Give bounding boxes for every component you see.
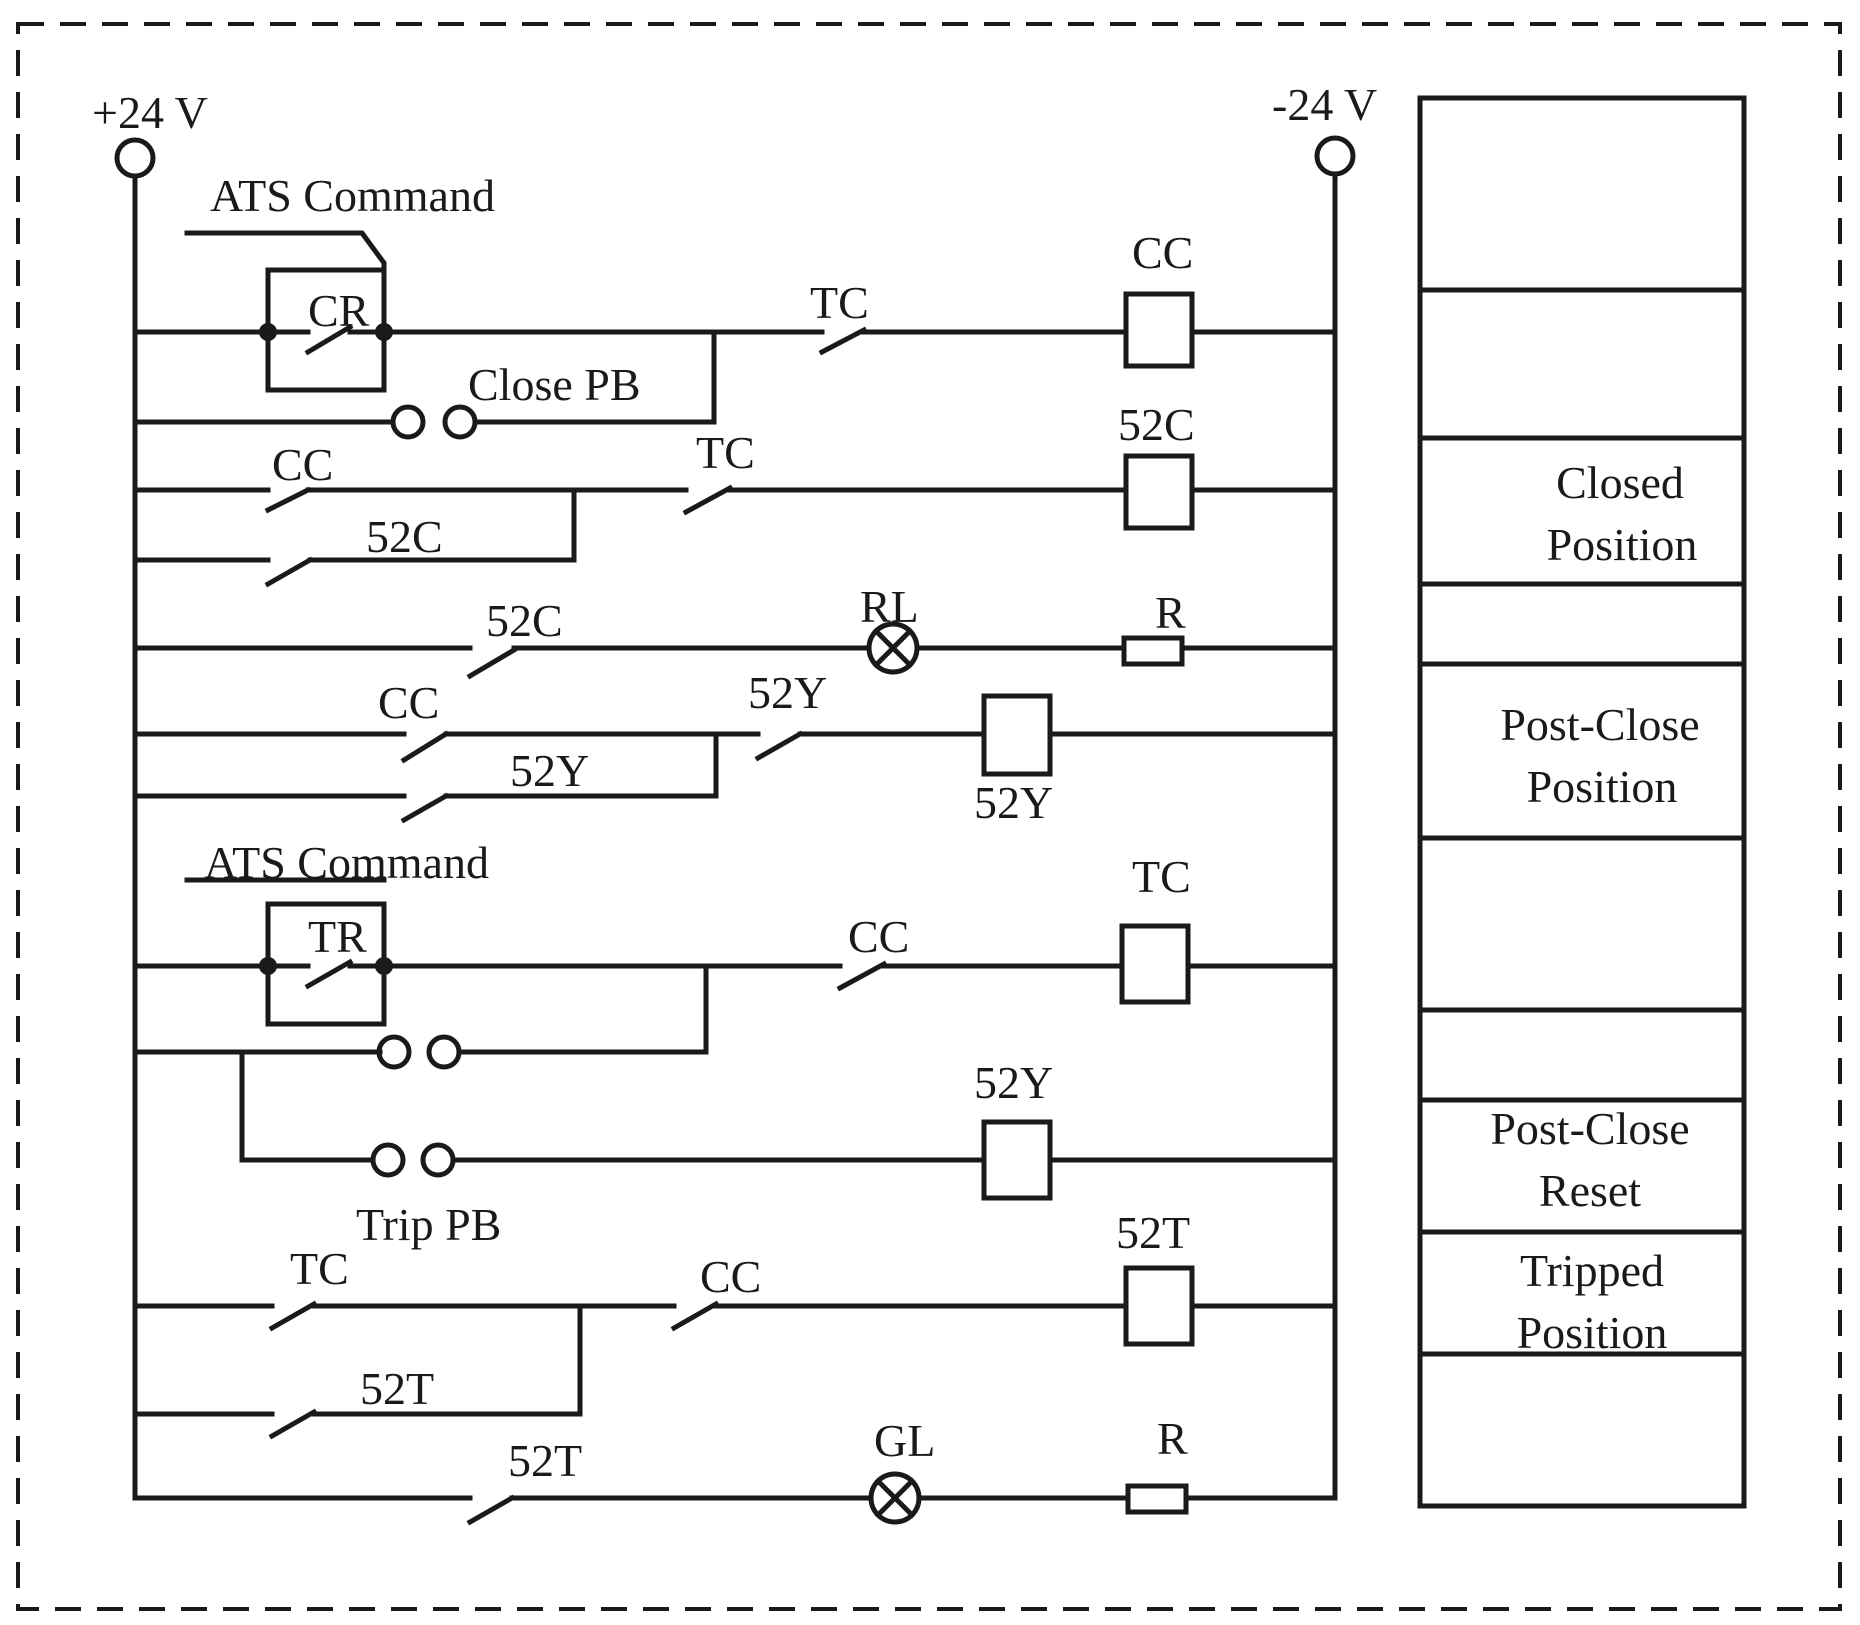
ats-command-close-bar (184, 230, 387, 335)
cr-contact-blade (304, 323, 354, 356)
positive-terminal (114, 137, 156, 179)
rung-close-command: ATS Command CR TC CC Close PB (132, 170, 1338, 440)
power-rails: +24 V -24 V (92, 79, 1377, 1501)
cc-label-r5: CC (378, 677, 439, 728)
52t-contact-blade-r10 (466, 1494, 516, 1526)
rung-red-lamp: 52C RL R (132, 581, 1338, 680)
tc-label-r1: TC (810, 277, 869, 328)
position-table: Closed Position Post-Close Position Post… (1417, 95, 1747, 1509)
rung-green-lamp: 52T GL R (132, 1413, 1338, 1526)
tc-label-r9: TC (290, 1243, 349, 1294)
52t-coil-label: 52T (1116, 1207, 1190, 1258)
green-lamp (868, 1471, 922, 1525)
cc-label-r3: CC (272, 439, 333, 490)
52y-contact-blade-r5 (754, 730, 804, 762)
52c-contact-blade-r4 (466, 646, 518, 680)
52y-coil-2-label: 52Y (974, 1057, 1053, 1108)
ats-command-trip-label: ATS Command (204, 837, 489, 888)
cc-label-r9: CC (700, 1251, 761, 1302)
resistor-r10 (1125, 1483, 1189, 1515)
rung-52c: CC TC 52C 52C (132, 399, 1338, 588)
52y-pb-contact-right (420, 1142, 456, 1178)
tripped-position-label-1: Tripped (1520, 1245, 1664, 1296)
cc-coil (1123, 291, 1195, 369)
negative-terminal (1314, 135, 1356, 177)
cc-contact-blade-r3 (264, 486, 312, 514)
tr-contact-blade (304, 958, 354, 990)
tc-label-r3: TC (696, 427, 755, 478)
52y-seal-label: 52Y (510, 745, 589, 796)
tc-coil-label: TC (1132, 851, 1191, 902)
52y-pb-contact-left (370, 1142, 406, 1178)
rung-trip-command: ATS Command TR CC TC 52Y Trip PB (132, 837, 1338, 1250)
tripped-position-label-2: Position (1517, 1307, 1668, 1358)
post-close-position-label-2: Position (1527, 761, 1678, 812)
tr-label: TR (308, 911, 367, 962)
positive-terminal-label: +24 V (92, 87, 208, 138)
close-pb-contact-left (390, 404, 426, 440)
negative-terminal-label: -24 V (1272, 79, 1377, 130)
cc-contact-blade-r6 (836, 960, 888, 992)
52c-seal-label: 52C (366, 511, 443, 562)
52c-coil-label: 52C (1118, 399, 1195, 450)
ats-command-close-label: ATS Command (210, 170, 495, 221)
52y-coil (981, 693, 1053, 777)
52t-label-r10: 52T (508, 1435, 582, 1486)
52t-coil (1123, 1265, 1195, 1347)
close-pb-contact-right (442, 404, 478, 440)
rung-52y: CC 52Y 52Y 52Y (132, 667, 1338, 828)
tc-contact-blade-r1 (818, 326, 868, 356)
rl-label: RL (860, 581, 919, 632)
cc-contact-blade-r9 (670, 1300, 720, 1332)
52c-seal-contact-blade (264, 556, 314, 588)
52y-coil-2 (981, 1119, 1053, 1201)
52t-seal-label: 52T (360, 1363, 434, 1414)
closed-position-label-2: Position (1547, 519, 1698, 570)
52y-label-r5: 52Y (748, 667, 827, 718)
cr-label: CR (308, 285, 370, 336)
close-pb-label: Close PB (468, 359, 641, 410)
tc-contact-blade-r9 (268, 1300, 318, 1332)
trip-pb-label: Trip PB (356, 1199, 501, 1250)
trip-pb-contact-left (376, 1034, 412, 1070)
52y-seal-contact-blade (400, 792, 450, 824)
52t-seal-contact-blade (268, 1408, 318, 1440)
52y-coil-label: 52Y (974, 777, 1053, 828)
tc-coil (1119, 923, 1191, 1005)
52c-label-r4: 52C (486, 595, 563, 646)
post-close-reset-label-2: Reset (1539, 1165, 1641, 1216)
position-table-frame (1417, 95, 1747, 1509)
cc-label-r6: CC (848, 911, 909, 962)
52c-coil (1123, 453, 1195, 531)
closed-position-label-1: Closed (1556, 457, 1684, 508)
r-label-r10: R (1157, 1413, 1188, 1464)
trip-pb-contact-right (426, 1034, 462, 1070)
r-label-r4: R (1155, 587, 1186, 638)
resistor-r4 (1121, 635, 1185, 667)
cc-contact-blade-r5 (400, 730, 450, 764)
cc-coil-label: CC (1132, 227, 1193, 278)
post-close-position-label-1: Post-Close (1500, 699, 1699, 750)
post-close-reset-label-1: Post-Close (1490, 1103, 1689, 1154)
gl-label: GL (874, 1415, 935, 1466)
outer-dashed-frame (16, 22, 1842, 1611)
tc-contact-blade-r3 (682, 484, 734, 516)
rung-52t: TC CC 52T 52T (132, 1207, 1338, 1440)
